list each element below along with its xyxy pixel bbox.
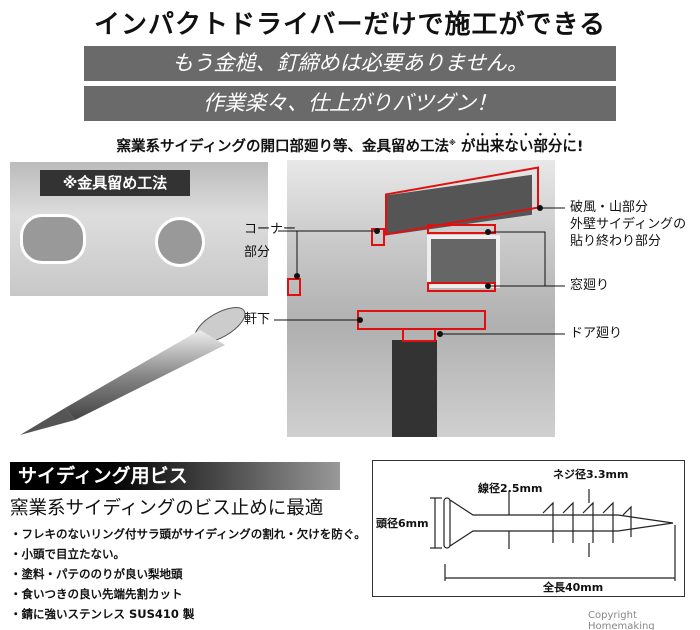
lead-main: 窯業系サイディングの開口部廻り等、金具留め工法 bbox=[116, 139, 449, 155]
banner-1: もう金槌、釘締めは必要ありません。 bbox=[84, 46, 616, 81]
label-corner-1: コーナー bbox=[244, 222, 297, 237]
window bbox=[427, 235, 500, 288]
banner-2: 作業楽々、仕上がりバツグン！ bbox=[84, 86, 616, 121]
bracket-circle-left bbox=[20, 214, 86, 264]
thread-diameter-label: ネジ径3.3mm bbox=[553, 468, 629, 481]
label-corner: コーナー 部分 bbox=[244, 220, 296, 263]
lead-emphasis: が出来ない部分に bbox=[460, 139, 577, 155]
wire-diameter-label: 線径2.5mm bbox=[478, 482, 543, 495]
feature-item: ・食いつきの良い先端先割カット bbox=[10, 587, 183, 601]
lead-text: 窯業系サイディングの開口部廻り等、金具留め工法※ が出来ない部分に! bbox=[0, 131, 700, 156]
feature-item: ・フレキのないリング付サラ頭がサイディングの割れ・欠けを防ぐ。 bbox=[10, 527, 366, 541]
label-gable-1: 破風・山部分 bbox=[570, 200, 649, 215]
lead-end: ! bbox=[576, 139, 584, 155]
label-corner-2: 部分 bbox=[244, 245, 271, 260]
label-door: ドア廻り bbox=[570, 326, 623, 341]
feature-item: ・塗料・パテののりが良い梨地頭 bbox=[10, 567, 183, 581]
screw-photo bbox=[20, 307, 246, 435]
copyright: Copyright Homemaking bbox=[588, 610, 655, 630]
feature-item: ・小頭で目立たない。 bbox=[10, 547, 125, 561]
screw-drawing bbox=[430, 489, 676, 581]
feature-item: ・錆に強いステンレス SUS410 製 bbox=[10, 607, 195, 621]
bracket-circle-right bbox=[155, 217, 205, 267]
label-window: 窓廻り bbox=[570, 278, 610, 293]
screw-dimension-diagram: ネジ径3.3mm 線径2.5mm 頭径6mm 全長40mm bbox=[372, 460, 685, 597]
head-diameter-label: 頭径6mm bbox=[376, 517, 429, 530]
section-heading: サイディング用ビス bbox=[10, 462, 340, 490]
house-photo bbox=[287, 160, 555, 437]
note-mark: ※ bbox=[448, 139, 456, 148]
leader-lines bbox=[274, 205, 565, 337]
label-gable-2: 外壁サイディングの bbox=[570, 217, 687, 232]
length-label: 全長40mm bbox=[543, 581, 604, 594]
label-gable-3: 貼り終わり部分 bbox=[570, 234, 662, 249]
bracket-method-photo: ※金具留め工法 bbox=[10, 162, 268, 296]
section-subtitle: 窯業系サイディングのビス止めに最適 bbox=[10, 498, 324, 519]
page-title: インパクトドライバーだけで施工ができる bbox=[94, 10, 606, 40]
photo-label: ※金具留め工法 bbox=[40, 170, 190, 196]
door bbox=[392, 340, 437, 437]
feature-list: ・フレキのないリング付サラ頭がサイディングの割れ・欠けを防ぐ。 ・小頭で目立たな… bbox=[10, 524, 366, 624]
label-gable: 破風・山部分 外壁サイディングの 貼り終わり部分 bbox=[570, 199, 686, 250]
label-eaves: 軒下 bbox=[244, 312, 271, 327]
